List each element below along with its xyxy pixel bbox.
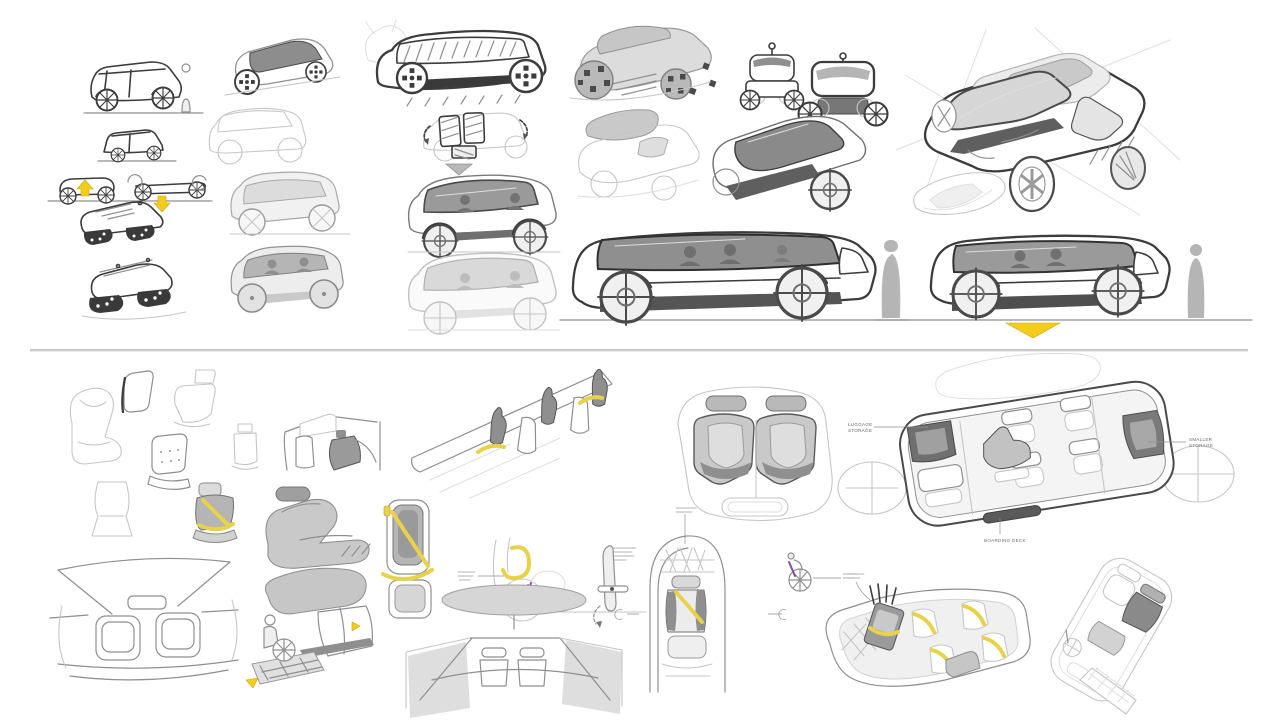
sketch-front-view-wide	[797, 52, 889, 127]
section-interior-sketches: LUGGAGE STORAGE SMALLER STORAGE BOARDING…	[49, 352, 1235, 718]
pedestrian-silhouette	[881, 240, 899, 318]
sketch-detailed-ink-side	[365, 19, 547, 107]
hook-detail-icon	[614, 609, 639, 620]
handwritten-note-illegible	[842, 573, 858, 579]
handwritten-note-illegible	[457, 571, 476, 581]
sketch-crossover-shaded-side	[407, 174, 561, 261]
seatbelt-lap-strap	[197, 522, 235, 532]
annotation-luggage-storage-line2: STORAGE	[848, 428, 872, 433]
sketch-cockpit-perspective	[405, 584, 623, 718]
sketch-topdown-two-seats	[677, 386, 833, 522]
sketch-shaded-van-side	[230, 245, 344, 313]
wheelchair-seat-accent	[788, 561, 796, 577]
gear-storage-rack	[863, 602, 905, 651]
sketch-isometric-cutaway-cabin: LUGGAGE STORAGE SMALLER STORAGE BOARDING…	[837, 352, 1235, 543]
sketch-front-view-narrow	[739, 42, 805, 111]
annotation-smaller-storage-line2: STORAGE	[1189, 443, 1213, 448]
sketch-tilted-cabin-ramp	[1050, 557, 1173, 715]
sketch-seat-headrest	[173, 369, 216, 428]
grab-handle-strap	[476, 443, 506, 454]
attention-down-arrow-icon	[1004, 322, 1062, 339]
annotation-luggage-storage-line1: LUGGAGE	[848, 422, 872, 427]
sketch-front-three-quarter-shaded	[712, 115, 867, 214]
sketch-seat-with-belt	[192, 482, 238, 543]
sketch-small-suv-side	[97, 129, 177, 163]
sketch-seat-front-faint	[91, 481, 133, 537]
sketch-wheelchair-mini-diagram	[787, 552, 858, 592]
seatbelt-buckle	[383, 505, 391, 517]
sketch-large-side-view-right	[875, 234, 1253, 339]
sketch-overhead-gear-cabin	[825, 573, 1031, 687]
sketch-rear-cabin-view	[49, 557, 239, 681]
seatbelt-lap-strap	[381, 568, 434, 582]
handwritten-note-illegible	[611, 547, 637, 561]
sketch-cabin-cross-section	[649, 507, 787, 693]
sketch-lounge-chair	[265, 486, 371, 569]
sketch-tracked-three-quarter	[80, 200, 164, 245]
sketch-roof-pod	[913, 172, 1006, 215]
sketch-gray-van-side	[229, 171, 351, 236]
fold-down-arrow-icon	[444, 163, 474, 176]
sketch-overhead-console	[411, 368, 613, 499]
sketch-tracked-side	[81, 257, 187, 320]
scale-figure	[181, 63, 191, 113]
sketch-wheelchair-ramp	[245, 567, 374, 689]
door-arrow-icon	[351, 621, 361, 632]
sketch-seat-dotted	[147, 433, 191, 490]
sketch-dark-front-three-quarter	[224, 38, 341, 96]
seatbelt-shoulder-strap	[390, 510, 430, 568]
wheelchair-user	[263, 614, 296, 662]
sketch-topdown-belt-seat	[381, 499, 434, 619]
sketch-isometric-hero	[895, 27, 1181, 216]
sketch-large-side-view-left	[559, 231, 909, 328]
sketch-crossover-light-side	[407, 252, 561, 335]
sketch-fold-out-cargo-diagram	[423, 111, 528, 176]
sketch-boxy-suv-side	[83, 61, 204, 114]
sketch-seat-shell-small	[121, 370, 154, 414]
hook-detail-icon	[768, 609, 787, 620]
seatbelt-shoulder-strap	[674, 590, 704, 624]
lift-up-arrow-icon	[76, 179, 94, 197]
belt-loop	[501, 545, 532, 581]
pedestrian-silhouette	[1187, 244, 1205, 318]
sketch-rear-three-quarter-faint	[577, 109, 700, 201]
section-exterior-sketches	[47, 19, 1253, 339]
handwritten-note-illegible	[675, 507, 697, 513]
annotation-boarding-deck: BOARDING DECK	[984, 538, 1026, 543]
sketch-cockpit-corner	[283, 413, 381, 471]
handwritten-note-illegible	[847, 573, 865, 579]
grab-handle-strap	[578, 395, 604, 405]
sketch-seat-slim	[231, 423, 259, 470]
ramp-arrow-icon	[245, 677, 259, 689]
folding-jump-seat	[983, 426, 1031, 470]
sketch-faint-side-study	[208, 107, 307, 165]
lower-down-arrow-icon	[153, 195, 171, 213]
annotation-smaller-storage-line1: SMALLER	[1189, 437, 1213, 442]
sketch-platform-lift-diagram	[47, 174, 213, 213]
sketch-folding-panel-detail	[593, 545, 639, 628]
section-divider	[30, 349, 1248, 352]
seatbelt-shoulder-strap	[201, 498, 231, 528]
sketch-camo-three-quarter	[569, 25, 717, 101]
sketch-seat-outline-faint	[69, 387, 122, 465]
boarding-deck-step	[982, 505, 1042, 524]
